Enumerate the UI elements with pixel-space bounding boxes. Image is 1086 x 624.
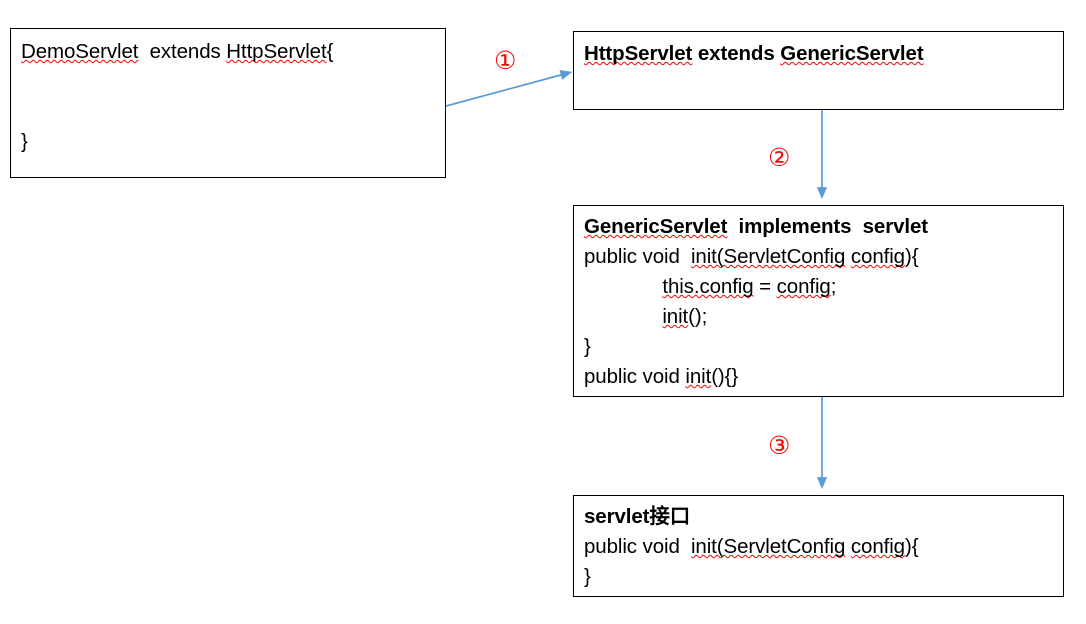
code-line: public void init(){}	[584, 365, 739, 388]
code-line: HttpServlet extends GenericServlet	[584, 42, 924, 65]
step-marker-3: ③	[768, 431, 791, 460]
arrow-http-to-generic	[816, 110, 828, 200]
box-demo-servlet-body: DemoServlet extends HttpServlet{ }	[21, 37, 439, 157]
box-servlet-interface[interactable]: servlet接口 public void init(ServletConfig…	[573, 495, 1064, 597]
step-marker-1: ①	[494, 46, 517, 75]
code-line: init();	[662, 305, 708, 328]
code-line: GenericServlet implements servlet	[584, 215, 929, 238]
box-generic-servlet[interactable]: GenericServlet implements servlet public…	[573, 205, 1064, 397]
code-line: public void init(ServletConfig config){	[584, 245, 919, 268]
code-line: }	[584, 335, 591, 358]
box-http-servlet-body: HttpServlet extends GenericServlet	[584, 39, 1057, 69]
box-generic-servlet-body: GenericServlet implements servlet public…	[584, 212, 1057, 392]
code-line	[21, 97, 439, 127]
code-line	[21, 67, 439, 97]
code-line: }	[21, 130, 28, 153]
code-line: this.config = config;	[662, 275, 837, 298]
box-demo-servlet[interactable]: DemoServlet extends HttpServlet{ }	[10, 28, 446, 178]
code-line: public void init(ServletConfig config){	[584, 535, 919, 558]
box-servlet-interface-body: servlet接口 public void init(ServletConfig…	[584, 502, 1057, 592]
code-line: DemoServlet extends HttpServlet{	[21, 40, 334, 63]
code-line: }	[584, 565, 591, 588]
code-line: servlet接口	[584, 505, 691, 528]
step-marker-2: ②	[768, 143, 791, 172]
arrow-generic-to-interface	[816, 397, 828, 490]
box-http-servlet[interactable]: HttpServlet extends GenericServlet	[573, 31, 1064, 110]
